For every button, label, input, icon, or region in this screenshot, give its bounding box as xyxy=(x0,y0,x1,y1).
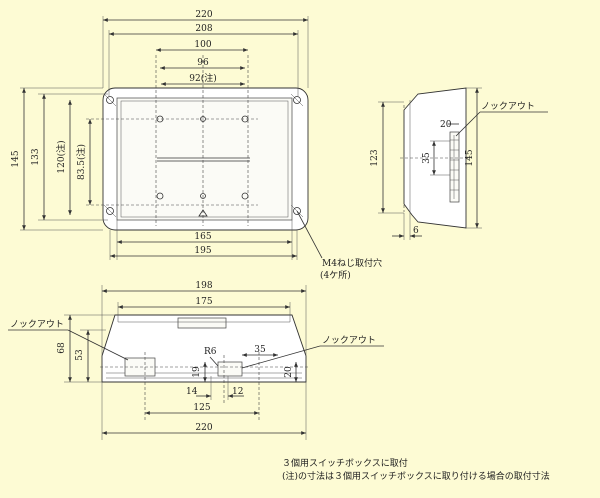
side-dim-145: 145 xyxy=(465,149,475,166)
front-dim-r6: R6 xyxy=(204,347,217,357)
orientation-mark-icon xyxy=(198,209,208,217)
dim-100: 100 xyxy=(194,40,211,50)
front-dim-20: 20 xyxy=(284,366,294,378)
dim-83-5-note: 83.5(注) xyxy=(75,144,87,180)
dim-145: 145 xyxy=(11,150,21,167)
front-dim-12: 12 xyxy=(232,387,243,397)
front-dim-220: 220 xyxy=(195,423,212,433)
front-dim-68: 68 xyxy=(57,342,67,354)
top-view: 220 208 100 96 92(注) 145 133 120(注) 83.5… xyxy=(11,10,382,281)
front-dim-35: 35 xyxy=(254,345,266,355)
m4-screw-label: M4ねじ取付穴 xyxy=(322,257,382,269)
dim-133: 133 xyxy=(31,148,41,165)
side-dim-6: 6 xyxy=(413,226,419,236)
dim-165: 165 xyxy=(194,232,211,242)
side-knockout-label: ノックアウト xyxy=(481,101,535,112)
dim-208: 208 xyxy=(195,24,212,34)
side-dim-123: 123 xyxy=(370,149,380,166)
dim-92-note: 92(注) xyxy=(189,72,216,84)
side-view-knockout xyxy=(449,131,460,203)
side-dim-20: 20 xyxy=(440,120,452,130)
note-line-2: (注)の寸法は３個用スイッチボックスに取り付ける場合の取付寸法 xyxy=(282,470,550,482)
front-dim-198: 198 xyxy=(195,281,212,291)
front-dim-53: 53 xyxy=(75,349,85,361)
front-dim-14: 14 xyxy=(186,387,198,397)
dim-195: 195 xyxy=(194,246,211,256)
m4-screw-holes xyxy=(103,93,304,218)
side-view: 145 123 35 20 6 ノックアウト xyxy=(370,87,548,240)
front-dim-175: 175 xyxy=(195,297,212,307)
dim-120-note: 120(注) xyxy=(55,140,67,173)
note-line-1: ３個用スイッチボックスに取付 xyxy=(282,457,408,469)
side-dim-35: 35 xyxy=(422,152,432,164)
m4-screw-count: (4ケ所) xyxy=(320,270,351,281)
front-view: 198 175 68 53 ノックアウト R6 19 35 20 ノックアウト xyxy=(8,281,384,440)
front-left-knockout-label: ノックアウト xyxy=(10,319,64,330)
notes: ３個用スイッチボックスに取付 (注)の寸法は３個用スイッチボックスに取り付ける場… xyxy=(282,457,550,482)
front-right-knockout xyxy=(217,361,243,377)
dim-96: 96 xyxy=(197,58,209,68)
switch-box-mounting-holes xyxy=(156,115,249,200)
front-view-top-boss xyxy=(177,317,227,329)
front-dim-125: 125 xyxy=(193,403,210,413)
dim-220: 220 xyxy=(195,10,212,20)
top-view-inner-cavity xyxy=(116,97,293,221)
front-dim-19: 19 xyxy=(192,366,202,378)
front-right-knockout-label: ノックアウト xyxy=(322,335,376,346)
